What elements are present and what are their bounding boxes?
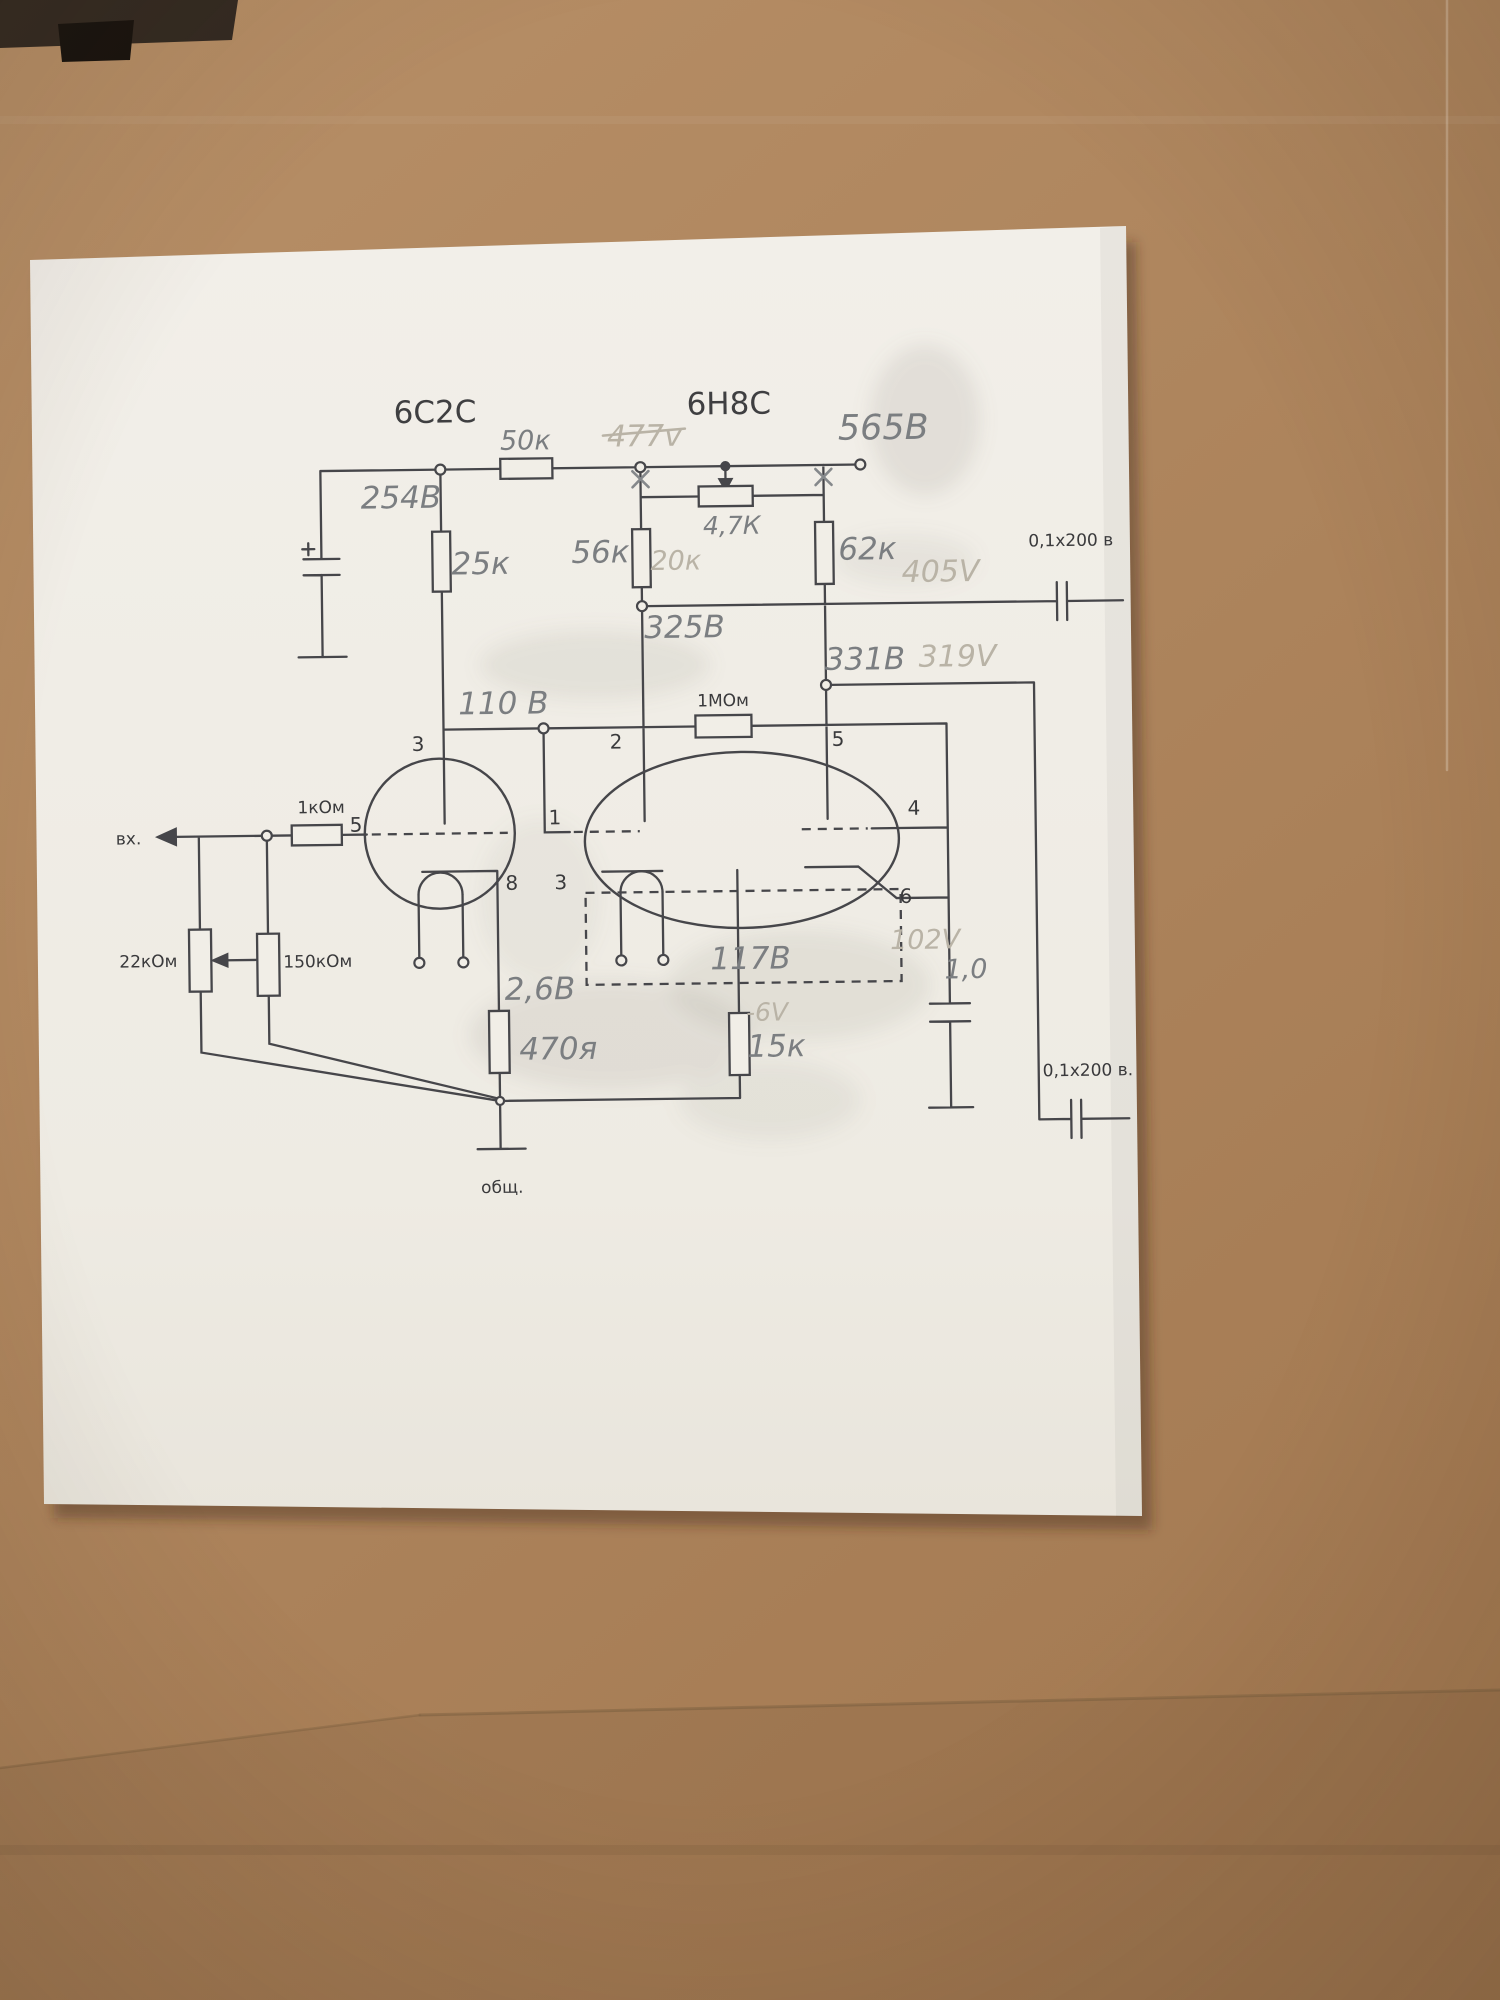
photo-scene: 6С2С 6Н8С 0,1x200 в 0,1x200 в. 1МОм 1кОм… [0,0,1500,2000]
schematic-photo: 6С2С 6Н8С 0,1x200 в 0,1x200 в. 1МОм 1кОм… [0,0,1500,2000]
photo-vignette [0,0,1500,2000]
